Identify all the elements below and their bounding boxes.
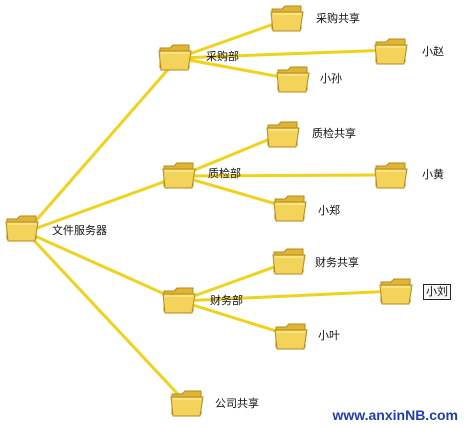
folder-glyph — [270, 5, 304, 32]
folder-icon-xiaoye[interactable] — [274, 321, 308, 355]
connector-line — [24, 230, 182, 303]
connector-line — [24, 56, 180, 234]
label-xiaoye[interactable]: 小叶 — [318, 329, 340, 342]
folder-icon-root[interactable] — [5, 213, 39, 247]
connector-line — [24, 174, 182, 234]
folder-icon-zhijian-share[interactable] — [266, 119, 300, 153]
label-company-share[interactable]: 公司共享 — [215, 397, 259, 410]
folder-icon-caiwu-share[interactable] — [272, 246, 306, 280]
folder-icon-xiaoliu[interactable] — [379, 276, 413, 310]
folder-glyph — [266, 121, 300, 148]
label-zhijian[interactable]: 质检部 — [208, 167, 241, 180]
connector-line — [176, 56, 294, 81]
folder-icon-xiaozheng[interactable] — [273, 193, 307, 227]
folder-icon-xiaohuang[interactable] — [374, 160, 408, 194]
label-xiaozheng[interactable]: 小郑 — [318, 204, 340, 217]
connector-line — [176, 48, 394, 60]
connector-line — [178, 173, 392, 178]
label-caigou[interactable]: 采购部 — [206, 50, 239, 63]
connector-line — [176, 17, 290, 60]
folder-icon-xiaosun[interactable] — [276, 64, 310, 98]
folder-glyph — [273, 195, 307, 222]
connector-line — [178, 132, 284, 178]
label-zhijian-share[interactable]: 质检共享 — [312, 127, 356, 140]
connector-line — [178, 299, 294, 338]
folder-icon-zhijian[interactable] — [162, 160, 196, 194]
connector-line — [178, 174, 292, 210]
watermark-text: www.anxinNB.com — [332, 407, 458, 423]
connector-line — [178, 289, 398, 303]
label-caiwu[interactable]: 财务部 — [210, 294, 243, 307]
folder-glyph — [379, 278, 413, 305]
label-xiaohuang[interactable]: 小黄 — [422, 168, 444, 181]
label-caiwu-share[interactable]: 财务共享 — [315, 256, 359, 269]
folder-glyph — [5, 215, 39, 242]
label-root[interactable]: 文件服务器 — [52, 224, 107, 237]
folder-glyph — [272, 248, 306, 275]
label-xiaozhao[interactable]: 小赵 — [422, 45, 444, 58]
label-xiaosun[interactable]: 小孙 — [320, 72, 342, 85]
folder-glyph — [162, 162, 196, 189]
folder-icon-caigou-share[interactable] — [270, 3, 304, 37]
folder-icon-xiaozhao[interactable] — [374, 36, 408, 70]
folder-glyph — [274, 323, 308, 350]
connector-line — [24, 230, 190, 407]
folder-icon-company-share[interactable] — [170, 388, 204, 422]
folder-glyph — [374, 38, 408, 65]
folder-glyph — [158, 44, 192, 71]
label-xiaoliu[interactable]: 小刘 — [423, 284, 451, 300]
folder-glyph — [170, 390, 204, 417]
folder-glyph — [162, 287, 196, 314]
connector-line — [178, 260, 290, 303]
folder-icon-caigou[interactable] — [158, 42, 192, 76]
label-caigou-share[interactable]: 采购共享 — [316, 12, 360, 25]
folder-glyph — [276, 66, 310, 93]
folder-glyph — [374, 162, 408, 189]
folder-icon-caiwu[interactable] — [162, 285, 196, 319]
